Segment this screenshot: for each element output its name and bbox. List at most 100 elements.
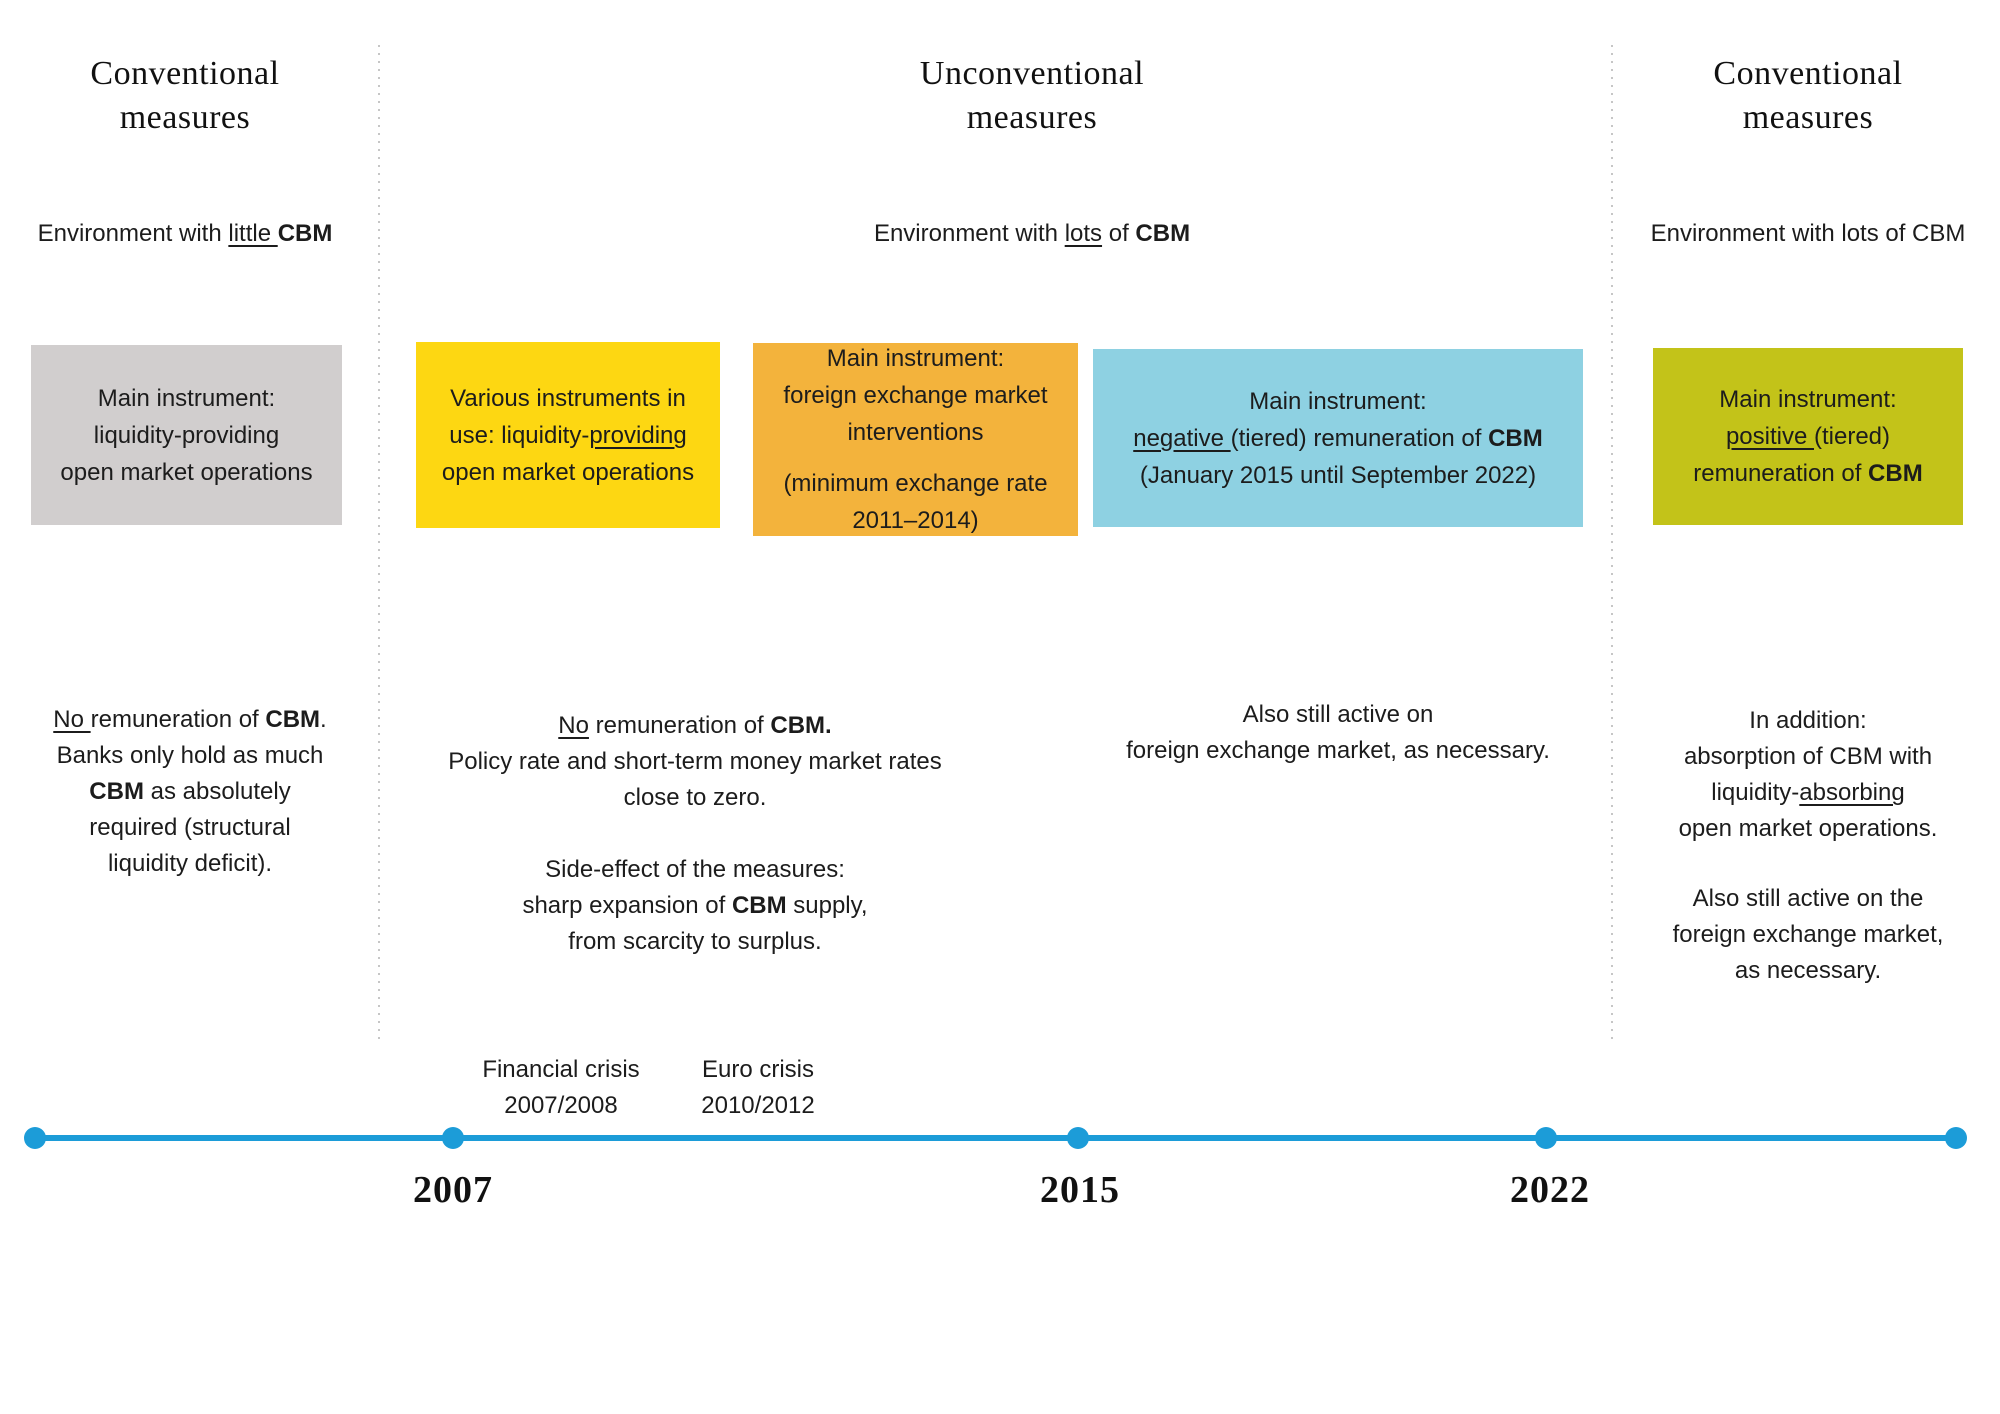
text-run: of: [1102, 220, 1136, 247]
box-line: use: liquidity-providing: [449, 417, 686, 454]
text-run: Policy rate and short-term money market …: [448, 748, 942, 775]
text-run-underlined: No: [558, 712, 589, 739]
box-line: Main instrument:: [1249, 383, 1426, 420]
text-run: use: liquidity-: [449, 421, 590, 449]
timeline-dot-start: [24, 1127, 46, 1149]
text-run-underlined: providing: [589, 421, 687, 449]
text-run: (January 2015 until September 2022): [1139, 461, 1537, 489]
text-run: required (structural: [89, 814, 291, 841]
note-line: close to zero.: [430, 780, 960, 816]
text-run: as absolutely: [143, 778, 291, 805]
green-box: Main instrument: positive (tiered) remun…: [1653, 348, 1963, 525]
text-run-bold: CBM: [1868, 460, 1923, 487]
box-line: (January 2015 until September 2022): [1140, 457, 1536, 494]
gray-box: Main instrument: liquidity-providing ope…: [31, 345, 342, 525]
text-run: Banks only hold as much: [56, 742, 324, 769]
text-run: (tiered): [1814, 423, 1891, 450]
note-line: Side-effect of the measures:: [430, 852, 960, 888]
text-run: liquidity-: [1711, 779, 1800, 806]
text-run-bold: CBM: [1135, 220, 1191, 247]
note-left: No remuneration of CBM. Banks only hold …: [25, 702, 355, 882]
text-run-underlined: No: [53, 706, 91, 733]
text-run: open market operations: [441, 458, 695, 486]
timeline-dot-2007: [442, 1127, 464, 1149]
timeline-dot-2022: [1535, 1127, 1557, 1149]
note-blue: Also still active on foreign exchange ma…: [1126, 701, 1550, 764]
note-line: liquidity deficit).: [25, 846, 355, 882]
text-run-underlined: little: [228, 220, 278, 247]
text-run: (tiered) remuneration of: [1230, 424, 1489, 452]
text-run-underlined: absorbing: [1799, 779, 1905, 806]
note-line: liquidity-absorbing: [1650, 775, 1966, 811]
text-run: Environment with: [873, 220, 1065, 247]
text-run-underlined: positive: [1725, 423, 1814, 450]
note-line: from scarcity to surplus.: [430, 924, 960, 960]
env-middle: Environment with lots of CBM: [432, 218, 1632, 250]
text-run-bold: CBM: [277, 220, 333, 247]
box-line: positive (tiered): [1726, 418, 1890, 455]
text-run: Side-effect of the measures:: [545, 856, 845, 883]
box-text: Main instrument: foreign exchange market…: [783, 345, 1048, 446]
text-run: In addition:: [1749, 707, 1867, 734]
text-run: Main instrument:: [1249, 387, 1427, 415]
text-run-underlined: lots: [1064, 220, 1103, 247]
note-line: No remuneration of CBM.: [25, 702, 355, 738]
header-right-title: Conventional measures: [1713, 55, 1903, 136]
text-run: Various instruments in: [450, 384, 686, 412]
header-left-title: Conventional measures: [90, 55, 280, 136]
timeline-line: [35, 1135, 1956, 1141]
text-run: remuneration of: [588, 712, 771, 739]
text-run: absorption of CBM with: [1683, 743, 1933, 770]
text-run: remuneration of: [1693, 460, 1869, 487]
timeline-event-label-financial-crisis: Financial crisis 2007/2008: [482, 1056, 640, 1119]
timeline-dot-2015: [1067, 1127, 1089, 1149]
divider-left: [378, 45, 380, 1040]
timeline-year-2007: 2007: [413, 1169, 493, 1211]
text-run: .: [320, 706, 327, 733]
orange-box: Main instrument: foreign exchange market…: [753, 343, 1078, 536]
note-line: open market operations.: [1650, 811, 1966, 847]
text-run-bold: CBM: [1488, 424, 1543, 452]
text-run: supply,: [786, 892, 868, 919]
env-right: Environment with lots of CBM: [1620, 218, 1996, 250]
note-right: In addition: absorption of CBM with liqu…: [1650, 703, 1966, 989]
divider-right: [1611, 45, 1613, 1040]
text-run: open market operations.: [1678, 815, 1938, 842]
note-line: sharp expansion of CBM supply,: [430, 888, 960, 924]
box-line: negative (tiered) remuneration of CBM: [1133, 420, 1543, 457]
text-run: Main instrument:: [1719, 386, 1897, 413]
box-line: Main instrument:: [1719, 381, 1896, 418]
note-middle: No remuneration of CBM. Policy rate and …: [430, 708, 960, 960]
note-line: Policy rate and short-term money market …: [430, 744, 960, 780]
box-text: (minimum exchange rate 2011–2014): [783, 470, 1048, 534]
blue-box: Main instrument: negative (tiered) remun…: [1093, 349, 1583, 527]
note-paragraph: Also still active on the foreign exchang…: [1672, 885, 1944, 984]
text-run-bold: CBM: [265, 706, 321, 733]
text-run: Environment with lots of CBM: [1650, 220, 1966, 247]
text-run-bold: CBM: [89, 778, 144, 805]
note-line: CBM as absolutely: [25, 774, 355, 810]
yellow-box: Various instruments in use: liquidity-pr…: [416, 342, 720, 528]
timeline-year-2015: 2015: [1040, 1169, 1120, 1211]
box-line: open market operations: [442, 454, 694, 491]
text-run-underlined: negative: [1133, 424, 1231, 452]
text-run: close to zero.: [623, 784, 767, 811]
text-run: sharp expansion of: [522, 892, 732, 919]
text-run-bold: CBM.: [770, 712, 832, 739]
text-run: liquidity deficit).: [107, 850, 273, 877]
note-line: In addition:: [1650, 703, 1966, 739]
env-left: Environment with little CBM: [15, 218, 355, 250]
box-text: Main instrument: liquidity-providing ope…: [60, 384, 313, 486]
timeline-dot-end: [1945, 1127, 1967, 1149]
note-line: required (structural: [25, 810, 355, 846]
timeline-event-label-euro-crisis: Euro crisis 2010/2012: [701, 1056, 815, 1119]
note-line: No remuneration of CBM.: [430, 708, 960, 744]
box-line: remuneration of CBM: [1693, 455, 1922, 492]
text-run: from scarcity to surplus.: [568, 928, 822, 955]
timeline-year-2022: 2022: [1510, 1169, 1590, 1211]
text-run: remuneration of: [90, 706, 266, 733]
header-middle-title: Unconventional measures: [919, 55, 1145, 136]
text-run-bold: CBM: [731, 892, 787, 919]
note-line: absorption of CBM with: [1650, 739, 1966, 775]
